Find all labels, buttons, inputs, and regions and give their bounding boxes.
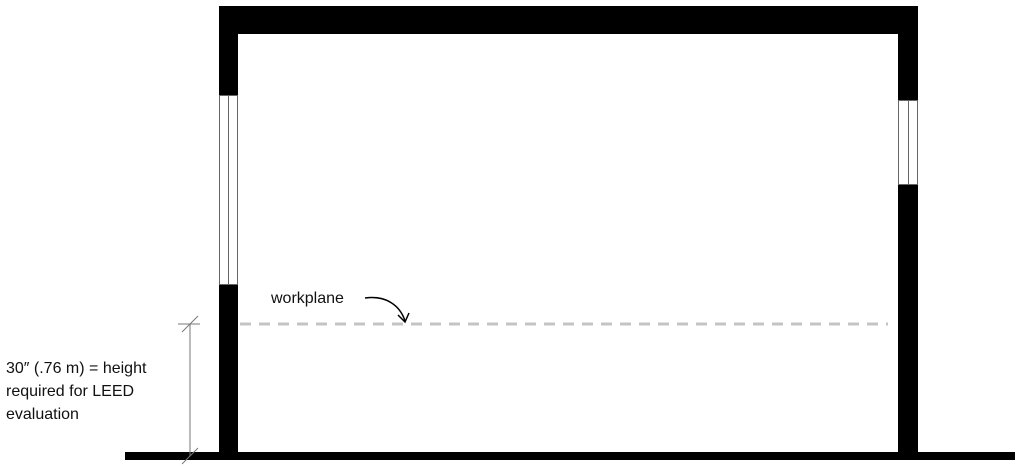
- left-window: [219, 95, 238, 285]
- height-note-line: 30″ (.76 m) = height: [6, 360, 147, 377]
- right-wall: [898, 6, 918, 456]
- height-note-line: evaluation: [6, 406, 79, 423]
- right-window: [898, 100, 918, 185]
- height-note: 30″ (.76 m) = height required for LEED e…: [6, 357, 146, 426]
- left-wall: [219, 6, 238, 456]
- workplane-arrow: [364, 296, 410, 324]
- workplane-label: workplane: [271, 290, 344, 307]
- floor-slab: [125, 452, 1015, 460]
- height-dimension-line: [178, 315, 200, 465]
- height-note-line: required for LEED: [6, 383, 135, 400]
- roof: [219, 6, 918, 34]
